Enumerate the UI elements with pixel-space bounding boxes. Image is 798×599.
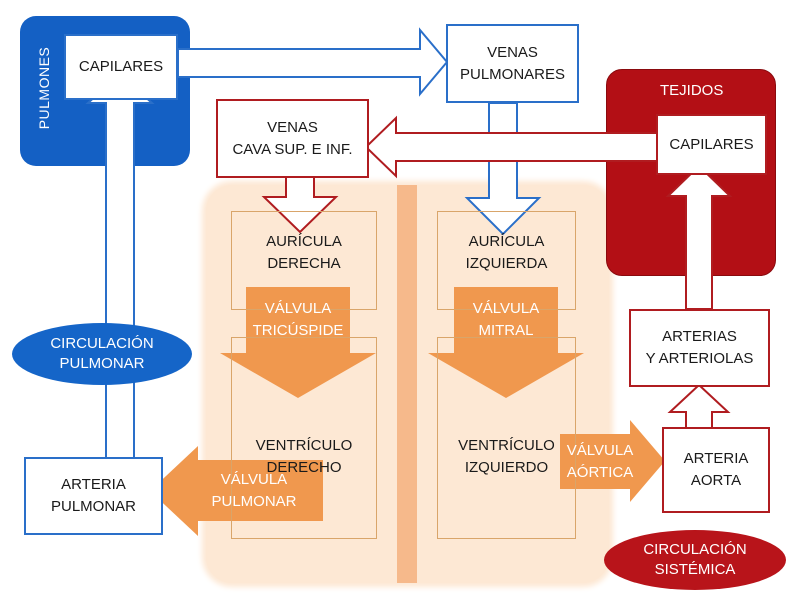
oval-circulacion-pulmonar: CIRCULACIÓN PULMONAR	[12, 323, 192, 385]
box-venas-cava: VENAS CAVA SUP. E INF.	[216, 99, 369, 178]
heart-septum	[397, 185, 417, 583]
arrow-valvula-aortica	[560, 420, 665, 502]
tissues-label: TEJIDOS	[660, 82, 724, 99]
box-ventriculo-derecho: VENTRÍCULO DERECHO	[231, 337, 377, 539]
arrow-capilares-tejido-to-venas-cava	[364, 115, 658, 179]
arrow-venas-pulmonares-to-auricula-izquierda	[464, 102, 542, 236]
oval-circulacion-sistemica: CIRCULACIÓN SISTÉMICA	[604, 530, 786, 590]
box-ventriculo-izquierdo: VENTRÍCULO IZQUIERDO	[437, 337, 576, 539]
arrow-valvula-tricuspide	[220, 287, 376, 398]
arrow-aorta-to-arterias	[667, 383, 731, 431]
arrow-arteria-pulmonar-to-capilares	[85, 72, 155, 459]
arrow-valvula-pulmonar	[150, 446, 323, 536]
box-venas-pulmonares: VENAS PULMONARES	[446, 24, 579, 103]
arrow-capilares-to-venas-pulmonares	[177, 27, 449, 97]
arrow-arterias-to-capilares-tejido	[665, 164, 733, 310]
arrow-valvula-mitral	[428, 287, 584, 398]
label-valvula-aortica: VÁLVULA AÓRTICA	[566, 442, 634, 481]
box-capilares-tejido: CAPILARES	[656, 114, 767, 175]
box-auricula-izquierda: AURÍCULA IZQUIERDA	[437, 211, 576, 310]
label-valvula-tricuspide: VÁLVULA TRICÚSPIDE	[252, 300, 344, 339]
box-auricula-derecha: AURÍCULA DERECHA	[231, 211, 377, 310]
label-valvula-mitral: VÁLVULA MITRAL	[472, 300, 540, 339]
box-arteria-pulmonar: ARTERIA PULMONAR	[24, 457, 163, 535]
box-arteria-aorta: ARTERIA AORTA	[662, 427, 770, 513]
box-capilares-pulmon: CAPILARES	[64, 34, 178, 100]
label-valvula-pulmonar: VÁLVULA PULMONAR	[211, 471, 297, 510]
box-arterias-arteriolas: ARTERIAS Y ARTERIOLAS	[629, 309, 770, 387]
